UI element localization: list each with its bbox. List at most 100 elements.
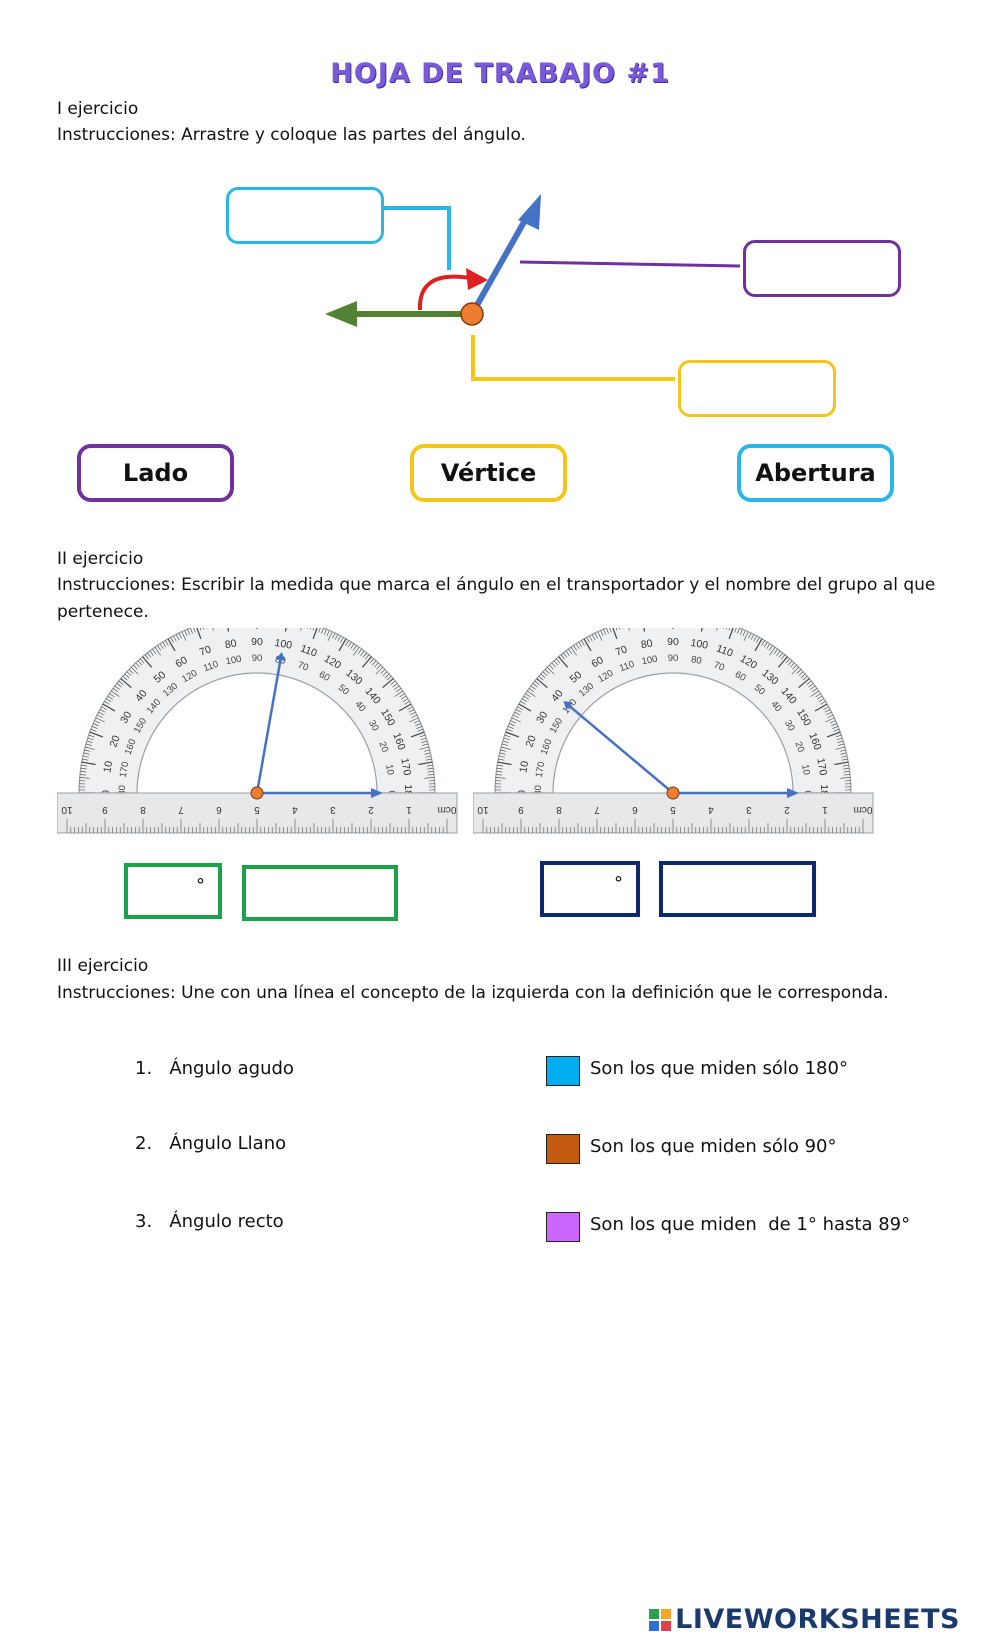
protractor-tick bbox=[428, 774, 435, 776]
chip-lado[interactable]: Lado bbox=[77, 444, 234, 502]
protractor-label-outer: 100 bbox=[690, 637, 709, 652]
ruler-label: 8 bbox=[556, 804, 562, 815]
protractor-tick bbox=[591, 634, 596, 640]
vertex-dot bbox=[460, 302, 484, 326]
protractor-tick bbox=[227, 628, 230, 632]
protractor-tick bbox=[154, 647, 161, 656]
protractor-tick bbox=[802, 675, 808, 681]
protractor-tick bbox=[133, 664, 138, 670]
exercise3-heading: III ejercicio bbox=[57, 956, 149, 976]
protractor-tick bbox=[754, 638, 763, 652]
definition-square-1[interactable] bbox=[546, 1056, 580, 1086]
protractor-tick bbox=[826, 711, 832, 716]
protractor-tick bbox=[837, 740, 844, 743]
protractor-label-inner: 170 bbox=[118, 761, 132, 779]
protractor-tick bbox=[504, 734, 511, 738]
protractor-tick bbox=[362, 652, 367, 658]
protractor-tick bbox=[380, 669, 386, 674]
ruler-label: 6 bbox=[216, 804, 222, 815]
protractor-tick bbox=[643, 628, 646, 632]
protractor-tick bbox=[768, 645, 773, 651]
ruler-label: 1 bbox=[406, 804, 412, 815]
protractor-tick bbox=[505, 731, 520, 738]
protractor-label-inner: 20 bbox=[376, 740, 390, 754]
chip-abertura[interactable]: Abertura bbox=[737, 444, 894, 502]
drop-box-cyan[interactable] bbox=[226, 187, 384, 244]
protractor-tick bbox=[170, 637, 174, 643]
protractor-tick bbox=[190, 628, 193, 634]
concept-1[interactable]: 1. Ángulo agudo bbox=[135, 1058, 294, 1079]
exercise2-instructions-line1: Instrucciones: Escribir la medida que ma… bbox=[57, 575, 936, 595]
chip-vertice[interactable]: Vértice bbox=[410, 444, 567, 502]
drop-box-purple[interactable] bbox=[743, 240, 901, 297]
protractor-label-outer: 160 bbox=[390, 731, 407, 752]
protractor-tick bbox=[742, 630, 746, 636]
protractor-tick bbox=[284, 628, 287, 632]
protractor-tick bbox=[212, 628, 214, 631]
protractor-tick bbox=[518, 703, 532, 712]
protractor-tick bbox=[390, 680, 396, 685]
protractor-tick bbox=[128, 669, 134, 674]
base-ray-arrowhead bbox=[371, 788, 383, 798]
ruler-label: 3 bbox=[330, 804, 336, 815]
protractor-tick bbox=[175, 634, 180, 640]
degree-symbol-left: ° bbox=[196, 875, 205, 896]
protractor-tick bbox=[126, 671, 132, 676]
protractor-tick bbox=[152, 648, 157, 655]
protractor-tick bbox=[384, 673, 390, 679]
protractor-tick bbox=[402, 698, 409, 703]
protractor-tick bbox=[525, 693, 531, 698]
concept-3[interactable]: 3. Ángulo recto bbox=[135, 1211, 284, 1232]
protractor-center-dot bbox=[250, 786, 264, 800]
protractor-tick bbox=[360, 650, 365, 656]
protractor-label-inner: 110 bbox=[202, 659, 220, 675]
degree-input-right[interactable]: ° bbox=[540, 861, 640, 917]
drop-box-yellow[interactable] bbox=[678, 360, 836, 417]
protractor-label-outer: 20 bbox=[523, 734, 538, 749]
protractor-tick bbox=[817, 695, 823, 700]
protractor-label-inner: 160 bbox=[123, 738, 139, 757]
ruler-label: 4 bbox=[708, 804, 714, 815]
concept-2[interactable]: 2. Ángulo Llano bbox=[135, 1133, 287, 1154]
definition-3: Son los que miden de 1° hasta 89° bbox=[590, 1214, 911, 1235]
protractor-tick bbox=[792, 664, 797, 670]
protractor-tick bbox=[781, 654, 786, 660]
protractor-tick bbox=[86, 740, 93, 743]
protractor-tick bbox=[798, 671, 804, 676]
protractor-tick bbox=[394, 690, 403, 697]
protractor-tick bbox=[409, 717, 419, 723]
protractor-tick bbox=[840, 777, 851, 779]
protractor-tick bbox=[594, 632, 598, 639]
protractor-tick bbox=[500, 746, 511, 750]
protractor-tick bbox=[375, 666, 384, 675]
protractor-label-outer: 10 bbox=[101, 760, 115, 774]
definition-square-2[interactable] bbox=[546, 1134, 580, 1164]
protractor-tick bbox=[824, 709, 831, 713]
protractor-tick bbox=[88, 734, 95, 738]
protractor-tick bbox=[104, 701, 110, 705]
protractor-tick bbox=[137, 660, 143, 666]
protractor-tick bbox=[843, 767, 850, 770]
degree-input-left[interactable]: ° bbox=[124, 863, 222, 919]
base-ray-arrowhead bbox=[787, 788, 799, 798]
protractor-tick bbox=[99, 709, 106, 713]
ruler-label: 2 bbox=[368, 804, 374, 815]
protractor-tick bbox=[167, 638, 176, 652]
protractor-tick bbox=[530, 685, 536, 690]
protractor-tick bbox=[85, 743, 92, 746]
protractor-tick bbox=[496, 771, 503, 773]
protractor-tick bbox=[90, 728, 97, 732]
protractor-tick bbox=[810, 690, 819, 697]
protractor-tick bbox=[728, 628, 731, 631]
ruler-label: 0cm bbox=[854, 804, 873, 815]
page-title: HOJA DE TRABAJO #1 bbox=[330, 58, 670, 89]
group-name-input-left[interactable] bbox=[242, 865, 398, 921]
group-name-input-right[interactable] bbox=[659, 861, 816, 917]
protractor-tick bbox=[193, 628, 196, 633]
protractor-tick bbox=[398, 703, 412, 712]
protractor-tick bbox=[426, 764, 433, 767]
definition-square-3[interactable] bbox=[546, 1212, 580, 1242]
protractor-tick bbox=[815, 693, 821, 698]
protractor-tick bbox=[371, 660, 377, 666]
protractor-tick bbox=[573, 645, 578, 651]
